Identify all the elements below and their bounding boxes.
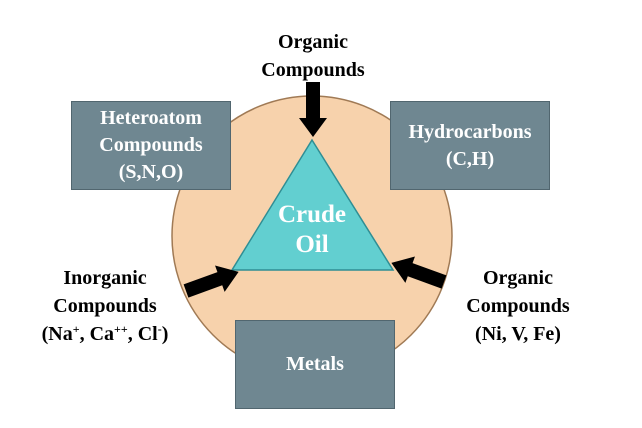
cl-text: , Cl — [127, 323, 158, 345]
inorganic-compounds-label: Inorganic Compounds (Na+, Ca++, Cl-) — [10, 264, 200, 348]
left-label-line-2: Compounds — [53, 295, 157, 317]
metals-label: Metals — [286, 353, 344, 375]
right-organic-compounds-label: Organic Compounds (Ni, V, Fe) — [438, 264, 598, 348]
na-text: (Na — [41, 323, 73, 345]
heteroatom-line-3: (S,N,O) — [118, 161, 184, 183]
crude-oil-line-1: Crude — [277, 201, 347, 228]
right-label-line-1: Organic — [483, 267, 553, 289]
closing-paren: ) — [161, 323, 169, 345]
right-label-line-2: Compounds — [466, 295, 570, 317]
crude-oil-label: Crude Oil — [262, 200, 362, 260]
na-charge: + — [72, 322, 80, 336]
heteroatom-line-2: Compounds — [99, 134, 203, 156]
heteroatom-compounds-box: Heteroatom Compounds (S,N,O) — [71, 101, 231, 190]
hydrocarbons-box: Hydrocarbons (C,H) — [390, 101, 550, 190]
top-arrow — [299, 82, 327, 137]
top-organic-compounds-label: Organic Compounds — [233, 28, 393, 84]
left-arrow — [183, 265, 239, 298]
left-label-line-3: (Na+, Ca++, Cl-) — [10, 320, 200, 348]
ca-text: , Ca — [79, 323, 115, 345]
cl-charge: - — [157, 322, 162, 336]
right-label-line-3: (Ni, V, Fe) — [475, 323, 561, 345]
right-arrow — [391, 256, 447, 289]
metals-box: Metals — [235, 320, 395, 409]
top-label-line-1: Organic — [278, 31, 348, 53]
crude-oil-triangle — [230, 138, 395, 271]
hydrocarbons-line-1: Hydrocarbons — [408, 120, 532, 143]
top-label-line-2: Compounds — [261, 59, 365, 81]
hydrocarbons-line-2: (C,H) — [445, 147, 495, 170]
crude-oil-line-2: Oil — [295, 231, 329, 258]
left-label-line-1: Inorganic — [63, 267, 147, 289]
ca-charge: ++ — [114, 322, 128, 336]
heteroatom-line-1: Heteroatom — [100, 107, 202, 129]
